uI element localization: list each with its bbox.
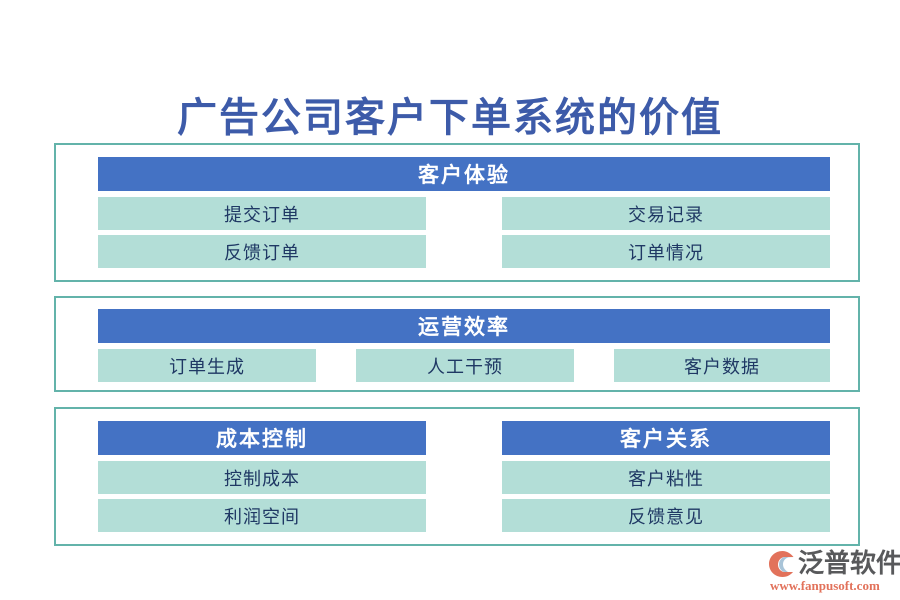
cell-order-generation: 订单生成	[98, 349, 316, 382]
cell-submit-order: 提交订单	[98, 197, 426, 230]
cell-feedback-order: 反馈订单	[98, 235, 426, 268]
logo-website-url: www.fanpusoft.com	[770, 578, 880, 593]
section-header-customer-experience: 客户体验	[98, 157, 830, 191]
section-header-customer-relations: 客户关系	[502, 421, 830, 455]
cell-order-status: 订单情况	[502, 235, 830, 268]
cell-transaction-record: 交易记录	[502, 197, 830, 230]
section-customer-experience: 客户体验 提交订单 交易记录 反馈订单 订单情况	[54, 143, 860, 282]
logo-wordmark: 泛普软件	[798, 548, 900, 578]
cell-profit-margin: 利润空间	[98, 499, 426, 532]
swoosh-circle-icon	[768, 550, 798, 578]
section-header-cost-control: 成本控制	[98, 421, 426, 455]
cell-control-cost: 控制成本	[98, 461, 426, 494]
cell-customer-data: 客户数据	[614, 349, 830, 382]
cell-manual-intervention: 人工干预	[356, 349, 574, 382]
cell-customer-stickiness: 客户粘性	[502, 461, 830, 494]
section-header-operational-efficiency: 运营效率	[98, 309, 830, 343]
section-cost-and-relations: 成本控制 客户关系 控制成本 利润空间 客户粘性 反馈意见	[54, 407, 860, 546]
section-operational-efficiency: 运营效率 订单生成 人工干预 客户数据	[54, 296, 860, 392]
brand-logo: 泛普软件 www.fanpusoft.com	[768, 548, 900, 594]
cell-feedback-opinion: 反馈意见	[502, 499, 830, 532]
page-title: 广告公司客户下单系统的价值	[177, 95, 723, 140]
